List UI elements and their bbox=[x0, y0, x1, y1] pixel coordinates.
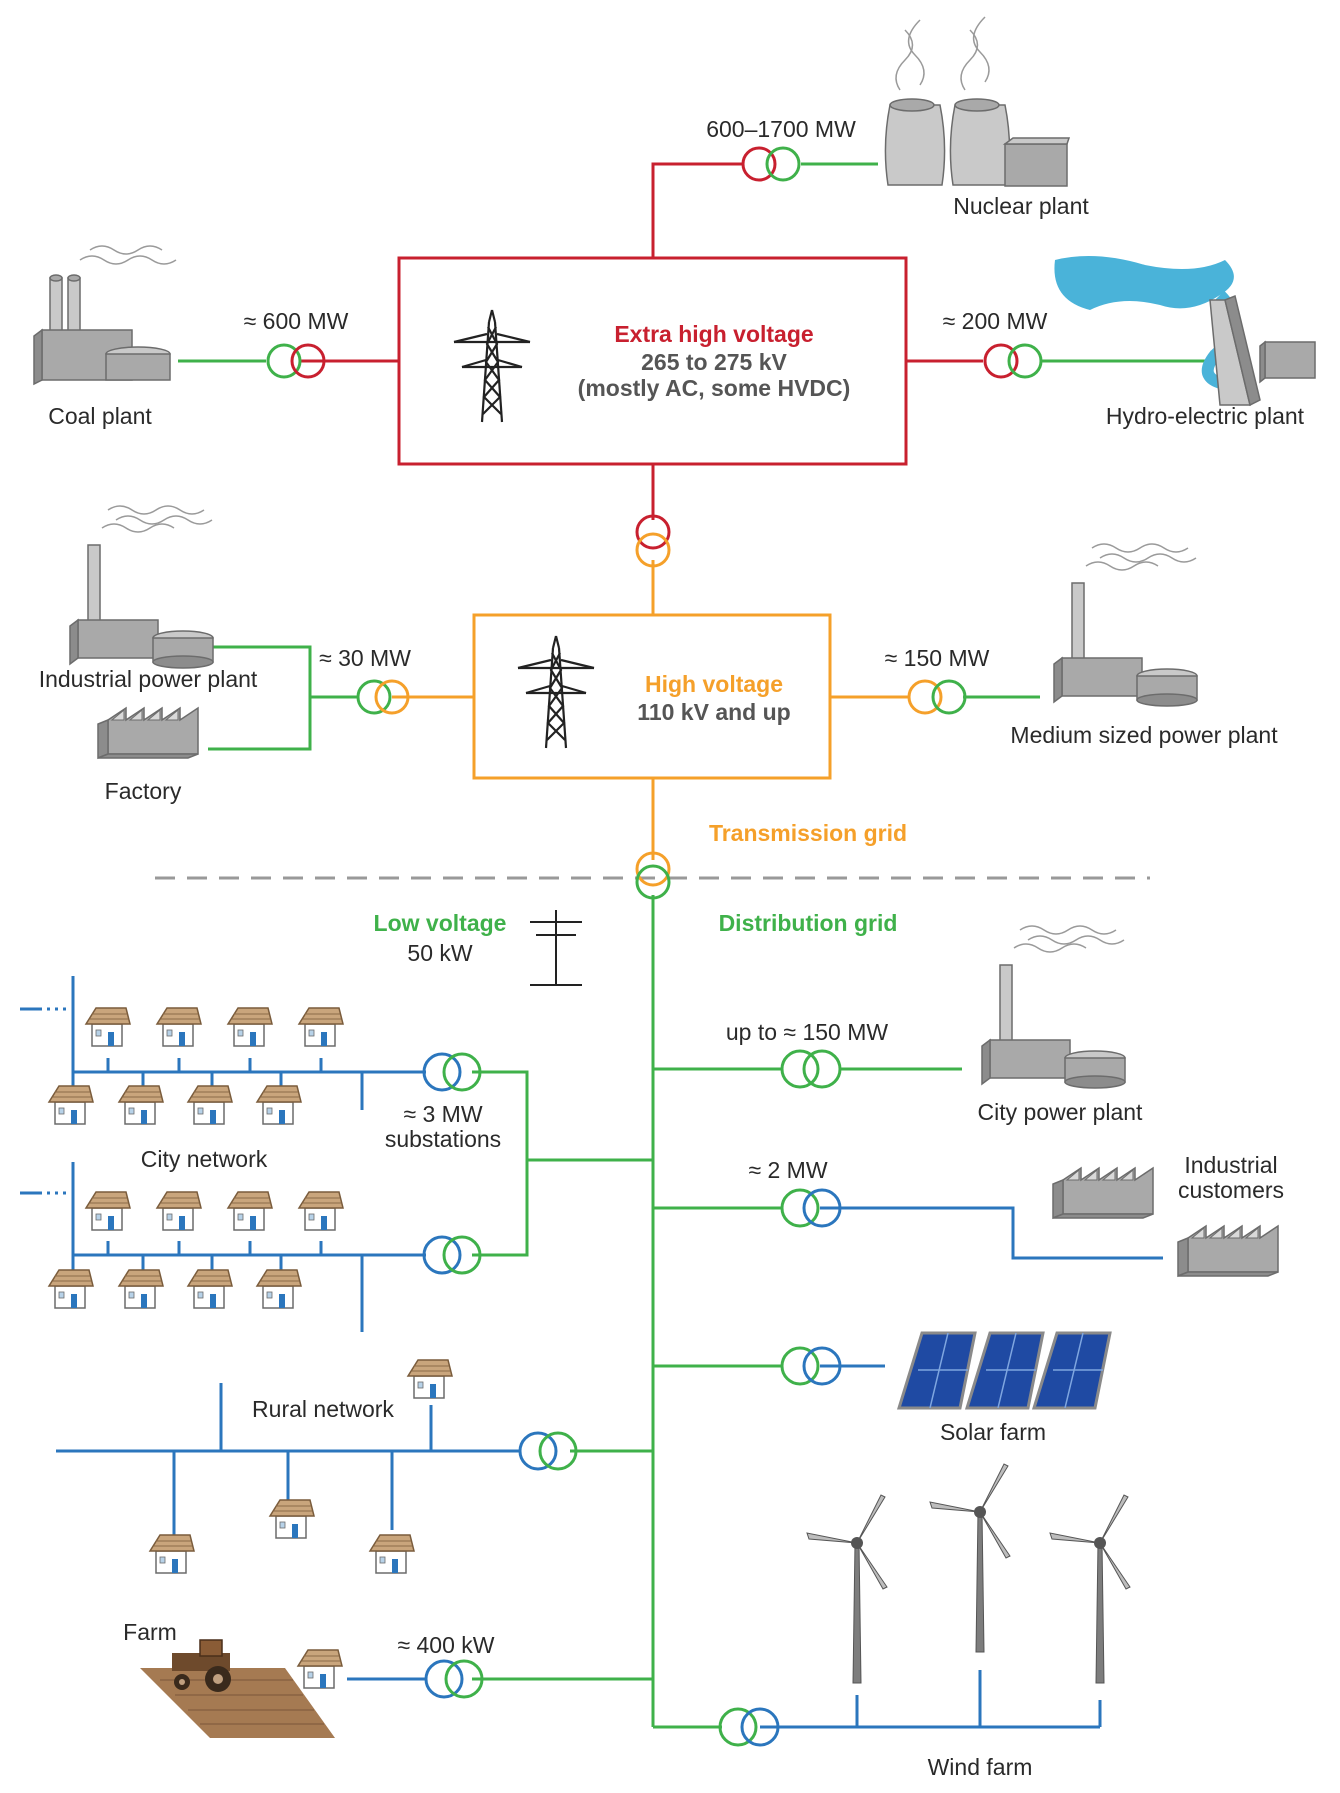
industrial-power-plant-icon bbox=[69, 505, 214, 669]
cooling-tower-icon bbox=[884, 16, 1071, 187]
transformer-icon bbox=[983, 343, 1043, 379]
distribution-wires bbox=[472, 895, 962, 1729]
transformer-icon bbox=[356, 679, 410, 715]
factory-icon bbox=[1177, 1225, 1279, 1277]
nuclear-power-label: 600–1700 MW bbox=[706, 116, 856, 142]
wind-turbine-icon bbox=[1049, 1494, 1131, 1684]
transformer-icon bbox=[907, 679, 967, 715]
solar-farm-label: Solar farm bbox=[940, 1419, 1046, 1445]
transformer-icon bbox=[422, 1235, 482, 1275]
medium-plant-label: Medium sized power plant bbox=[1010, 722, 1278, 748]
medium-power-plant-icon bbox=[1053, 543, 1198, 707]
tractor-icon bbox=[172, 1639, 231, 1692]
transformer-icon bbox=[635, 851, 671, 900]
transformer-icon bbox=[635, 514, 671, 568]
factory-label: Factory bbox=[105, 778, 182, 804]
transmission-grid-label: Transmission grid bbox=[709, 820, 907, 846]
farm-power-label: ≈ 400 kW bbox=[398, 1632, 495, 1658]
transformer-icon bbox=[518, 1431, 578, 1471]
substations-label: substations bbox=[385, 1126, 501, 1152]
hydro-plant-label: Hydro-electric plant bbox=[1106, 403, 1305, 429]
transformer-icon bbox=[741, 146, 801, 182]
hv-wires bbox=[392, 560, 910, 860]
transformer-icon bbox=[422, 1052, 482, 1092]
nuclear-plant-label: Nuclear plant bbox=[953, 193, 1089, 219]
coal-power-label: ≈ 600 MW bbox=[244, 308, 349, 334]
city-plant-power-label: up to ≈ 150 MW bbox=[726, 1019, 888, 1045]
hydro-power-label: ≈ 200 MW bbox=[943, 308, 1048, 334]
city-plant-label: City power plant bbox=[978, 1099, 1144, 1125]
transformer-icon bbox=[780, 1346, 842, 1386]
low-voltage-title: Low voltage bbox=[374, 910, 507, 936]
industrial-customers-label: customers bbox=[1178, 1177, 1284, 1203]
rural-network-houses bbox=[149, 1359, 453, 1574]
substations-power-label: ≈ 3 MW bbox=[403, 1101, 482, 1127]
solar-panel-icon bbox=[896, 1331, 1112, 1410]
hv-box bbox=[472, 613, 832, 780]
house-icon bbox=[297, 1649, 343, 1689]
wind-turbine-icon bbox=[806, 1494, 888, 1684]
low-voltage-value: 50 kW bbox=[407, 940, 472, 966]
ehv-wires bbox=[300, 162, 983, 520]
hv-range: 110 kV and up bbox=[637, 699, 790, 725]
city-power-plant-icon bbox=[981, 925, 1126, 1089]
power-pole-icon bbox=[530, 910, 582, 986]
city-network-label: City network bbox=[141, 1146, 268, 1172]
transformer-icon bbox=[266, 343, 326, 379]
dam-icon bbox=[1054, 256, 1316, 407]
factory-icon bbox=[1052, 1167, 1154, 1219]
ehv-range: 265 to 275 kV bbox=[641, 349, 787, 375]
transformer-icon bbox=[424, 1659, 484, 1699]
rural-network-label: Rural network bbox=[252, 1396, 394, 1422]
industrial-customers-power-label: ≈ 2 MW bbox=[748, 1157, 827, 1183]
ehv-note: (mostly AC, some HVDC) bbox=[578, 375, 851, 401]
industrial-plant-label: Industrial power plant bbox=[39, 666, 258, 692]
farm-label: Farm bbox=[123, 1619, 177, 1645]
wind-farm-label: Wind farm bbox=[928, 1754, 1033, 1780]
medium-power-label: ≈ 150 MW bbox=[885, 645, 990, 671]
ehv-title: Extra high voltage bbox=[614, 321, 813, 347]
transformer-icon bbox=[780, 1049, 842, 1089]
generation-wires bbox=[178, 162, 1210, 751]
wind-turbine-icon bbox=[929, 1463, 1011, 1653]
industrial-customers-label: Industrial bbox=[1184, 1152, 1277, 1178]
distribution-grid-label: Distribution grid bbox=[719, 910, 898, 936]
coal-plant-label: Coal plant bbox=[48, 403, 152, 429]
low-voltage-wires bbox=[20, 976, 1163, 1729]
hv-title: High voltage bbox=[645, 671, 783, 697]
coal-plant-icon bbox=[33, 245, 177, 386]
transformer-icon bbox=[780, 1188, 842, 1228]
factory-icon bbox=[97, 707, 199, 759]
hv-left-power-label: ≈ 30 MW bbox=[319, 645, 411, 671]
transformer-icon bbox=[718, 1707, 780, 1747]
